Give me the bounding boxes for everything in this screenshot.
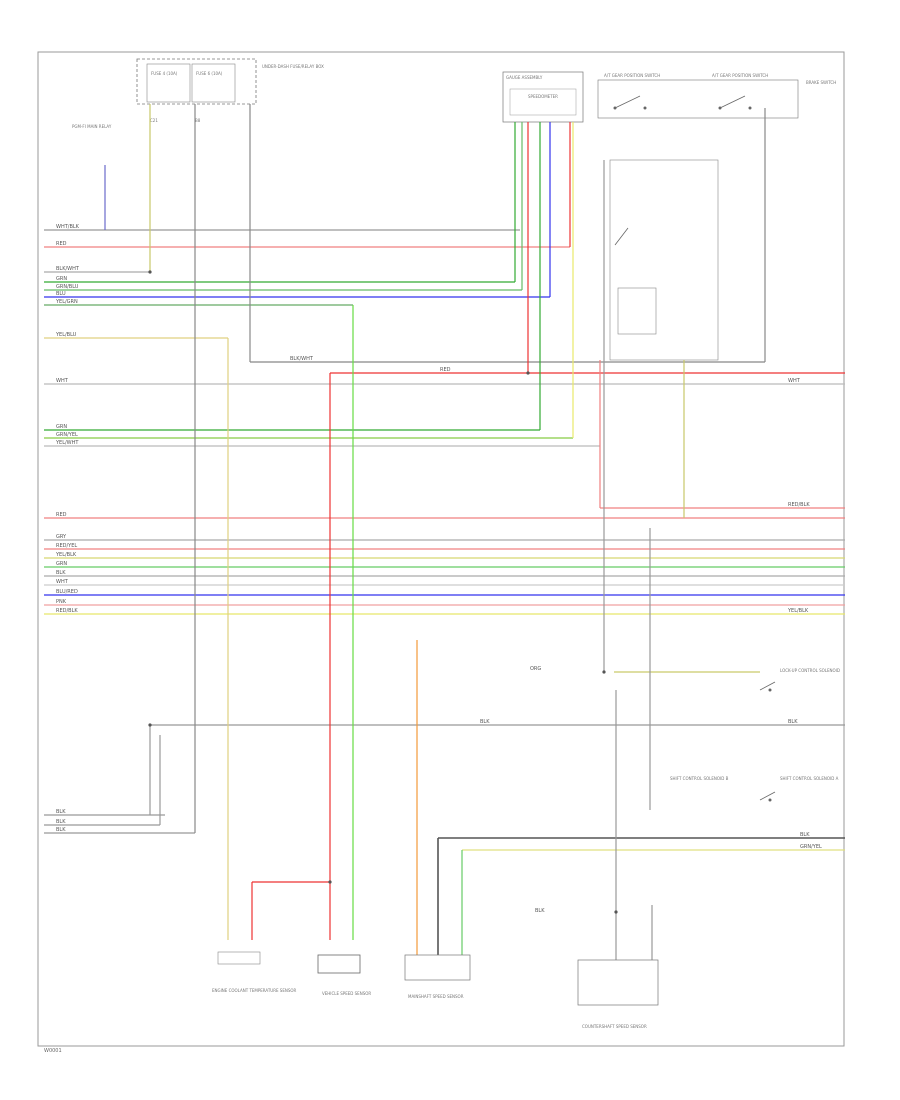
label-blu: BLU — [56, 291, 66, 297]
relay-contact — [614, 227, 629, 246]
mainshaft-label: MAINSHAFT SPEED SENSOR — [408, 994, 464, 999]
label-wht: WHT — [56, 378, 69, 384]
solenoid-switch-2 — [759, 791, 776, 801]
counter-label: COUNTERSHAFT SPEED SENSOR — [582, 1024, 647, 1029]
relay-box — [609, 159, 719, 361]
label-org-mid: ORG — [530, 666, 541, 672]
figure-label: W0001 — [44, 1048, 62, 1054]
fuse-b-label: FUSE 6 (10A) — [196, 71, 223, 76]
counter-box — [577, 959, 659, 1006]
switch-terminal-3 — [718, 106, 722, 110]
label-red-blk: RED/BLK — [56, 608, 78, 614]
wire-verticals — [104, 104, 766, 960]
counter-sensor: COUNTERSHAFT SPEED SENSOR — [577, 959, 659, 1029]
label-wht-blk: WHT/BLK — [56, 224, 80, 230]
label-red: RED — [56, 241, 67, 247]
fuse-pin-b: B8 — [195, 118, 201, 123]
shift-a-label: SHIFT CONTROL SOLENOID A — [780, 776, 839, 781]
speed-sensor-label: VEHICLE SPEED SENSOR — [322, 991, 371, 996]
fuse-a-label: FUSE 4 (10A) — [151, 71, 178, 76]
speed-sensor-box — [317, 954, 361, 974]
temp-sensor-box — [217, 951, 261, 965]
label-red-mid: RED — [440, 367, 451, 373]
switch-label-2: A/T GEAR POSITION SWITCH — [712, 73, 768, 78]
gauge-sub: SPEEDOMETER — [528, 94, 558, 99]
label-blk-r: BLK — [788, 719, 798, 725]
switch-terminal-1 — [613, 106, 617, 110]
node-2 — [328, 880, 332, 884]
label-ylw-grn: YEL/GRN — [55, 299, 78, 305]
label-blk-r2: BLK — [800, 832, 810, 838]
label-wht-r: WHT — [788, 378, 801, 384]
label-wht-2: WHT — [56, 579, 69, 585]
switch-box: A/T GEAR POSITION SWITCH A/T GEAR POSITI… — [597, 73, 836, 119]
brake-switch-label: BRAKE SWITCH — [806, 80, 836, 85]
node-5 — [614, 910, 618, 914]
label-blk-wht: BLK/WHT — [56, 266, 80, 272]
label-yel-wht: YEL/WHT — [55, 440, 79, 446]
label-red-yel: RED/YEL — [56, 543, 77, 549]
label-blk-counter: BLK — [535, 908, 545, 914]
solenoids: LOCK-UP CONTROL SOLENOID SHIFT CONTROL S… — [670, 668, 840, 802]
relay-coil — [617, 287, 657, 335]
label-blk-4: BLK — [56, 827, 66, 833]
label-pnk: PNK — [56, 599, 67, 605]
gauge-outline — [502, 71, 584, 123]
lockup-label: LOCK-UP CONTROL SOLENOID — [780, 668, 840, 673]
mainshaft-sensor: MAINSHAFT SPEED SENSOR — [404, 954, 471, 999]
fuse-box-label: UNDER-DASH FUSE/RELAY BOX — [262, 64, 324, 69]
ecm-relay-label-group: PGM-FI MAIN RELAY — [72, 124, 112, 129]
label-yel-r: YEL/BLK — [787, 608, 809, 614]
label-blk-mid: BLK — [480, 719, 490, 725]
switch-terminal-4 — [748, 106, 752, 110]
fuse-a-box — [146, 63, 191, 103]
solenoid-contact-2 — [768, 798, 772, 802]
label-blk-3: BLK — [56, 819, 66, 825]
node-6 — [148, 723, 152, 727]
label-red-blk-r: RED/BLK — [788, 502, 810, 508]
label-grn-2: GRN — [56, 424, 67, 430]
label-yel-blu: YEL/BLU — [55, 332, 77, 338]
wire-labels: WHT/BLK RED BLK/WHT GRN GRN/BLU BLU YEL/… — [55, 224, 822, 914]
label-grn-blu: GRN/BLU — [56, 284, 79, 290]
switch-contact-1 — [614, 95, 641, 109]
label-gry: GRY — [56, 534, 67, 540]
label-blk-wht-mid: BLK/WHT — [290, 356, 314, 362]
label-yel-blk: YEL/BLK — [55, 552, 77, 558]
switch-label-1: A/T GEAR POSITION SWITCH — [604, 73, 660, 78]
speed-sensor: VEHICLE SPEED SENSOR — [317, 954, 371, 996]
solenoid-contact-1 — [768, 688, 772, 692]
relay-outline — [609, 159, 719, 361]
shift-b-label: SHIFT CONTROL SOLENOID B — [670, 776, 729, 781]
fuse-b-box — [191, 63, 236, 103]
ecm-relay-label: PGM-FI MAIN RELAY — [72, 124, 112, 129]
gauge-assembly: GAUGE ASSEMBLY SPEEDOMETER — [502, 71, 584, 123]
label-blk-2: BLK — [56, 809, 66, 815]
label-red-2: RED — [56, 512, 67, 518]
label-grn: GRN — [56, 276, 67, 282]
label-blu-red: BLU/RED — [56, 589, 78, 595]
node-1 — [148, 270, 152, 274]
label-grn-yel-r: GRN/YEL — [800, 844, 822, 850]
switch-box-outline — [597, 79, 799, 119]
switch-terminal-2 — [643, 106, 647, 110]
fuse-box: FUSE 4 (10A) FUSE 6 (10A) UNDER-DASH FUS… — [136, 58, 324, 123]
gauge-inner — [509, 88, 577, 116]
junction-nodes — [148, 270, 618, 914]
node-4 — [602, 670, 606, 674]
wire-bus — [44, 229, 845, 851]
label-blk: BLK — [56, 570, 66, 576]
gauge-label: GAUGE ASSEMBLY — [506, 75, 543, 80]
label-grn-yel: GRN/YEL — [56, 432, 78, 438]
solenoid-switch-1 — [759, 681, 776, 691]
node-3 — [526, 371, 530, 375]
temp-sensor: ENGINE COOLANT TEMPERATURE SENSOR — [212, 951, 297, 993]
switch-contact-2 — [719, 95, 746, 109]
temp-sensor-label: ENGINE COOLANT TEMPERATURE SENSOR — [212, 988, 297, 993]
fuse-box-outline — [136, 58, 257, 105]
fuse-pin-a: C21 — [150, 118, 158, 123]
mainshaft-box — [404, 954, 471, 981]
label-grn-3: GRN — [56, 561, 67, 567]
